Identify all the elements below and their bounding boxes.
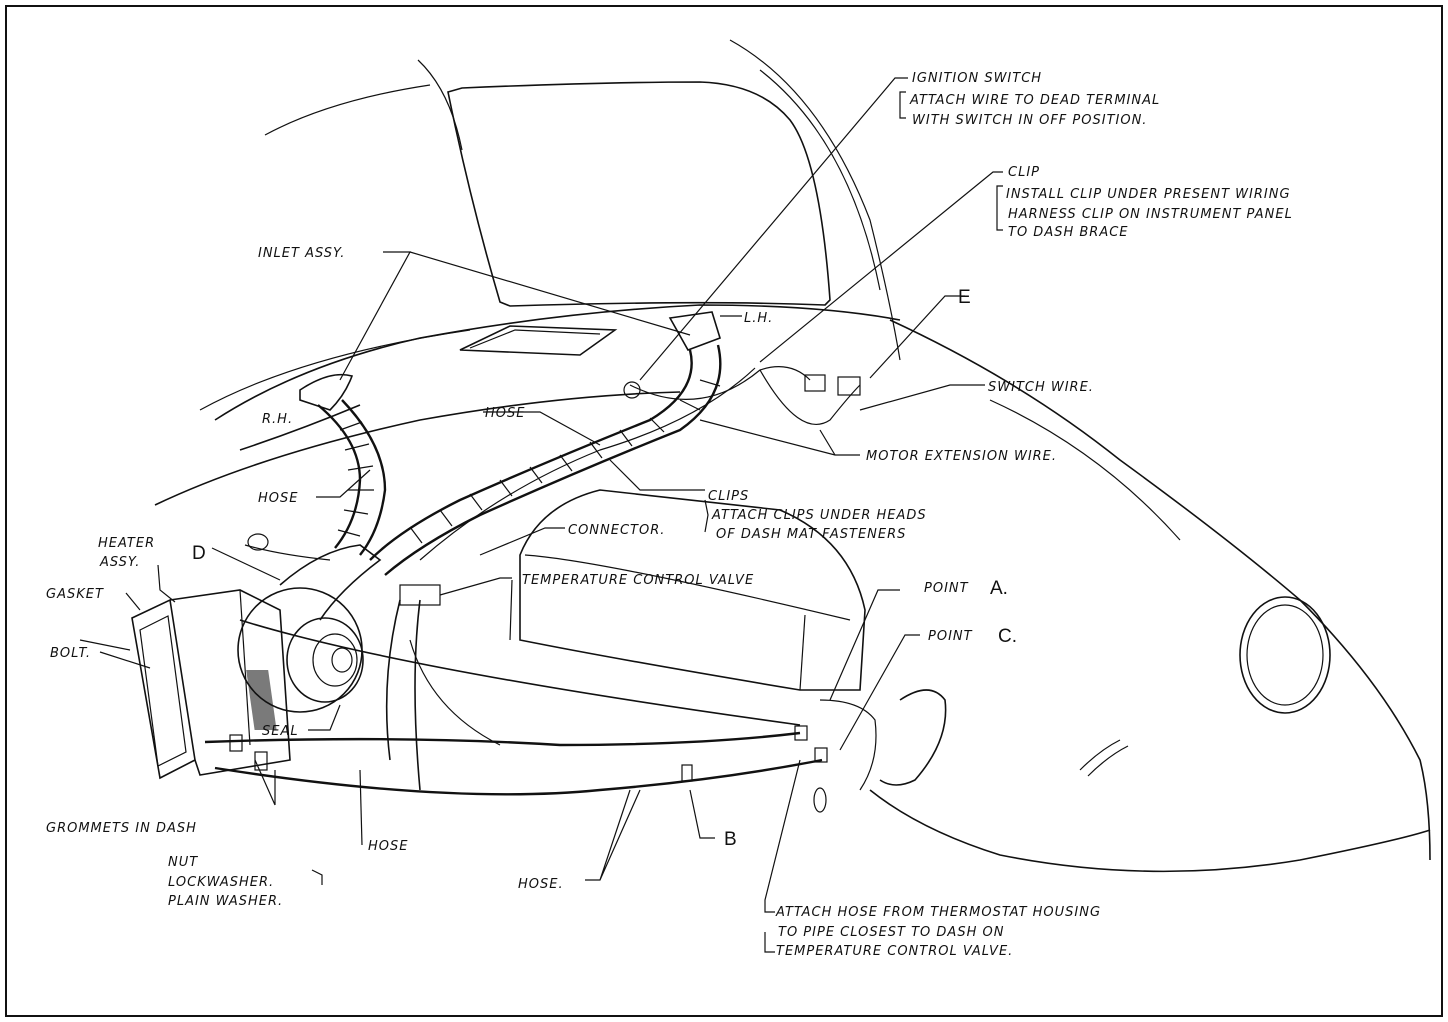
label-point-c-letter: C. <box>998 626 1017 647</box>
border <box>5 5 1443 1017</box>
label-ignition-note-2: WITH SWITCH IN OFF POSITION. <box>912 113 1147 128</box>
label-plain-washer: PLAIN WASHER. <box>168 894 283 909</box>
label-ignition-note-1: ATTACH WIRE TO DEAD TERMINAL <box>909 93 1160 108</box>
label-attach-hose-1: ATTACH HOSE FROM THERMOSTAT HOUSING <box>775 905 1101 920</box>
label-heater-assy-2: ASSY. <box>99 555 140 570</box>
label-gasket: GASKET <box>46 587 104 602</box>
label-b: B <box>724 829 737 850</box>
label-point-a-letter: A. <box>990 578 1008 599</box>
hoses <box>299 311 722 576</box>
label-clips-note-2: OF DASH MAT FASTENERS <box>716 527 906 542</box>
callout-labels: IGNITION SWITCH ATTACH WIRE TO DEAD TERM… <box>46 71 1293 959</box>
label-bolt: BOLT. <box>50 646 91 661</box>
label-clip-note-1: INSTALL CLIP UNDER PRESENT WIRING <box>1006 187 1291 202</box>
label-point-a-word: POINT <box>924 581 969 596</box>
water-hoses <box>204 584 828 796</box>
label-point-c-word: POINT <box>928 629 973 644</box>
label-nut: NUT <box>168 855 198 870</box>
label-attach-hose-2: TO PIPE CLOSEST TO DASH ON <box>778 925 1004 940</box>
label-clip-note-3: TO DASH BRACE <box>1008 225 1129 240</box>
label-motor-extension-wire: MOTOR EXTENSION WIRE. <box>866 449 1057 464</box>
label-inlet-assy: INLET ASSY. <box>258 246 345 261</box>
label-attach-hose-3: TEMPERATURE CONTROL VALVE. <box>776 944 1013 959</box>
leader-lines <box>79 77 1003 953</box>
label-clips-note-1: ATTACH CLIPS UNDER HEADS <box>711 508 927 523</box>
label-clips: CLIPS <box>708 489 749 504</box>
label-hose-lower: HOSE. <box>518 877 564 892</box>
label-grommets-in-dash: GROMMETS IN DASH <box>46 821 197 836</box>
label-hose-bottom: HOSE <box>368 839 408 854</box>
wiring <box>244 366 861 561</box>
label-connector: CONNECTOR. <box>568 523 665 538</box>
label-seal: SEAL <box>262 724 299 739</box>
label-temperature-control-valve: TEMPERATURE CONTROL VALVE <box>522 573 754 588</box>
label-lockwasher: LOCKWASHER. <box>168 875 274 890</box>
label-hose-top: HOSE <box>485 406 525 421</box>
label-d: D <box>192 543 206 564</box>
label-hose-left: HOSE <box>258 491 298 506</box>
label-ignition-switch: IGNITION SWITCH <box>912 71 1042 86</box>
label-clip: CLIP <box>1008 165 1040 180</box>
label-lh: L.H. <box>744 311 773 326</box>
label-e: E <box>958 287 971 308</box>
label-rh: R.H. <box>262 412 293 427</box>
label-clip-note-2: HARNESS CLIP ON INSTRUMENT PANEL <box>1008 207 1293 222</box>
car-body <box>154 39 1431 873</box>
label-heater-assy-1: HEATER <box>98 536 155 551</box>
label-switch-wire: SWITCH WIRE. <box>988 380 1094 395</box>
heater-assembly <box>131 544 382 780</box>
